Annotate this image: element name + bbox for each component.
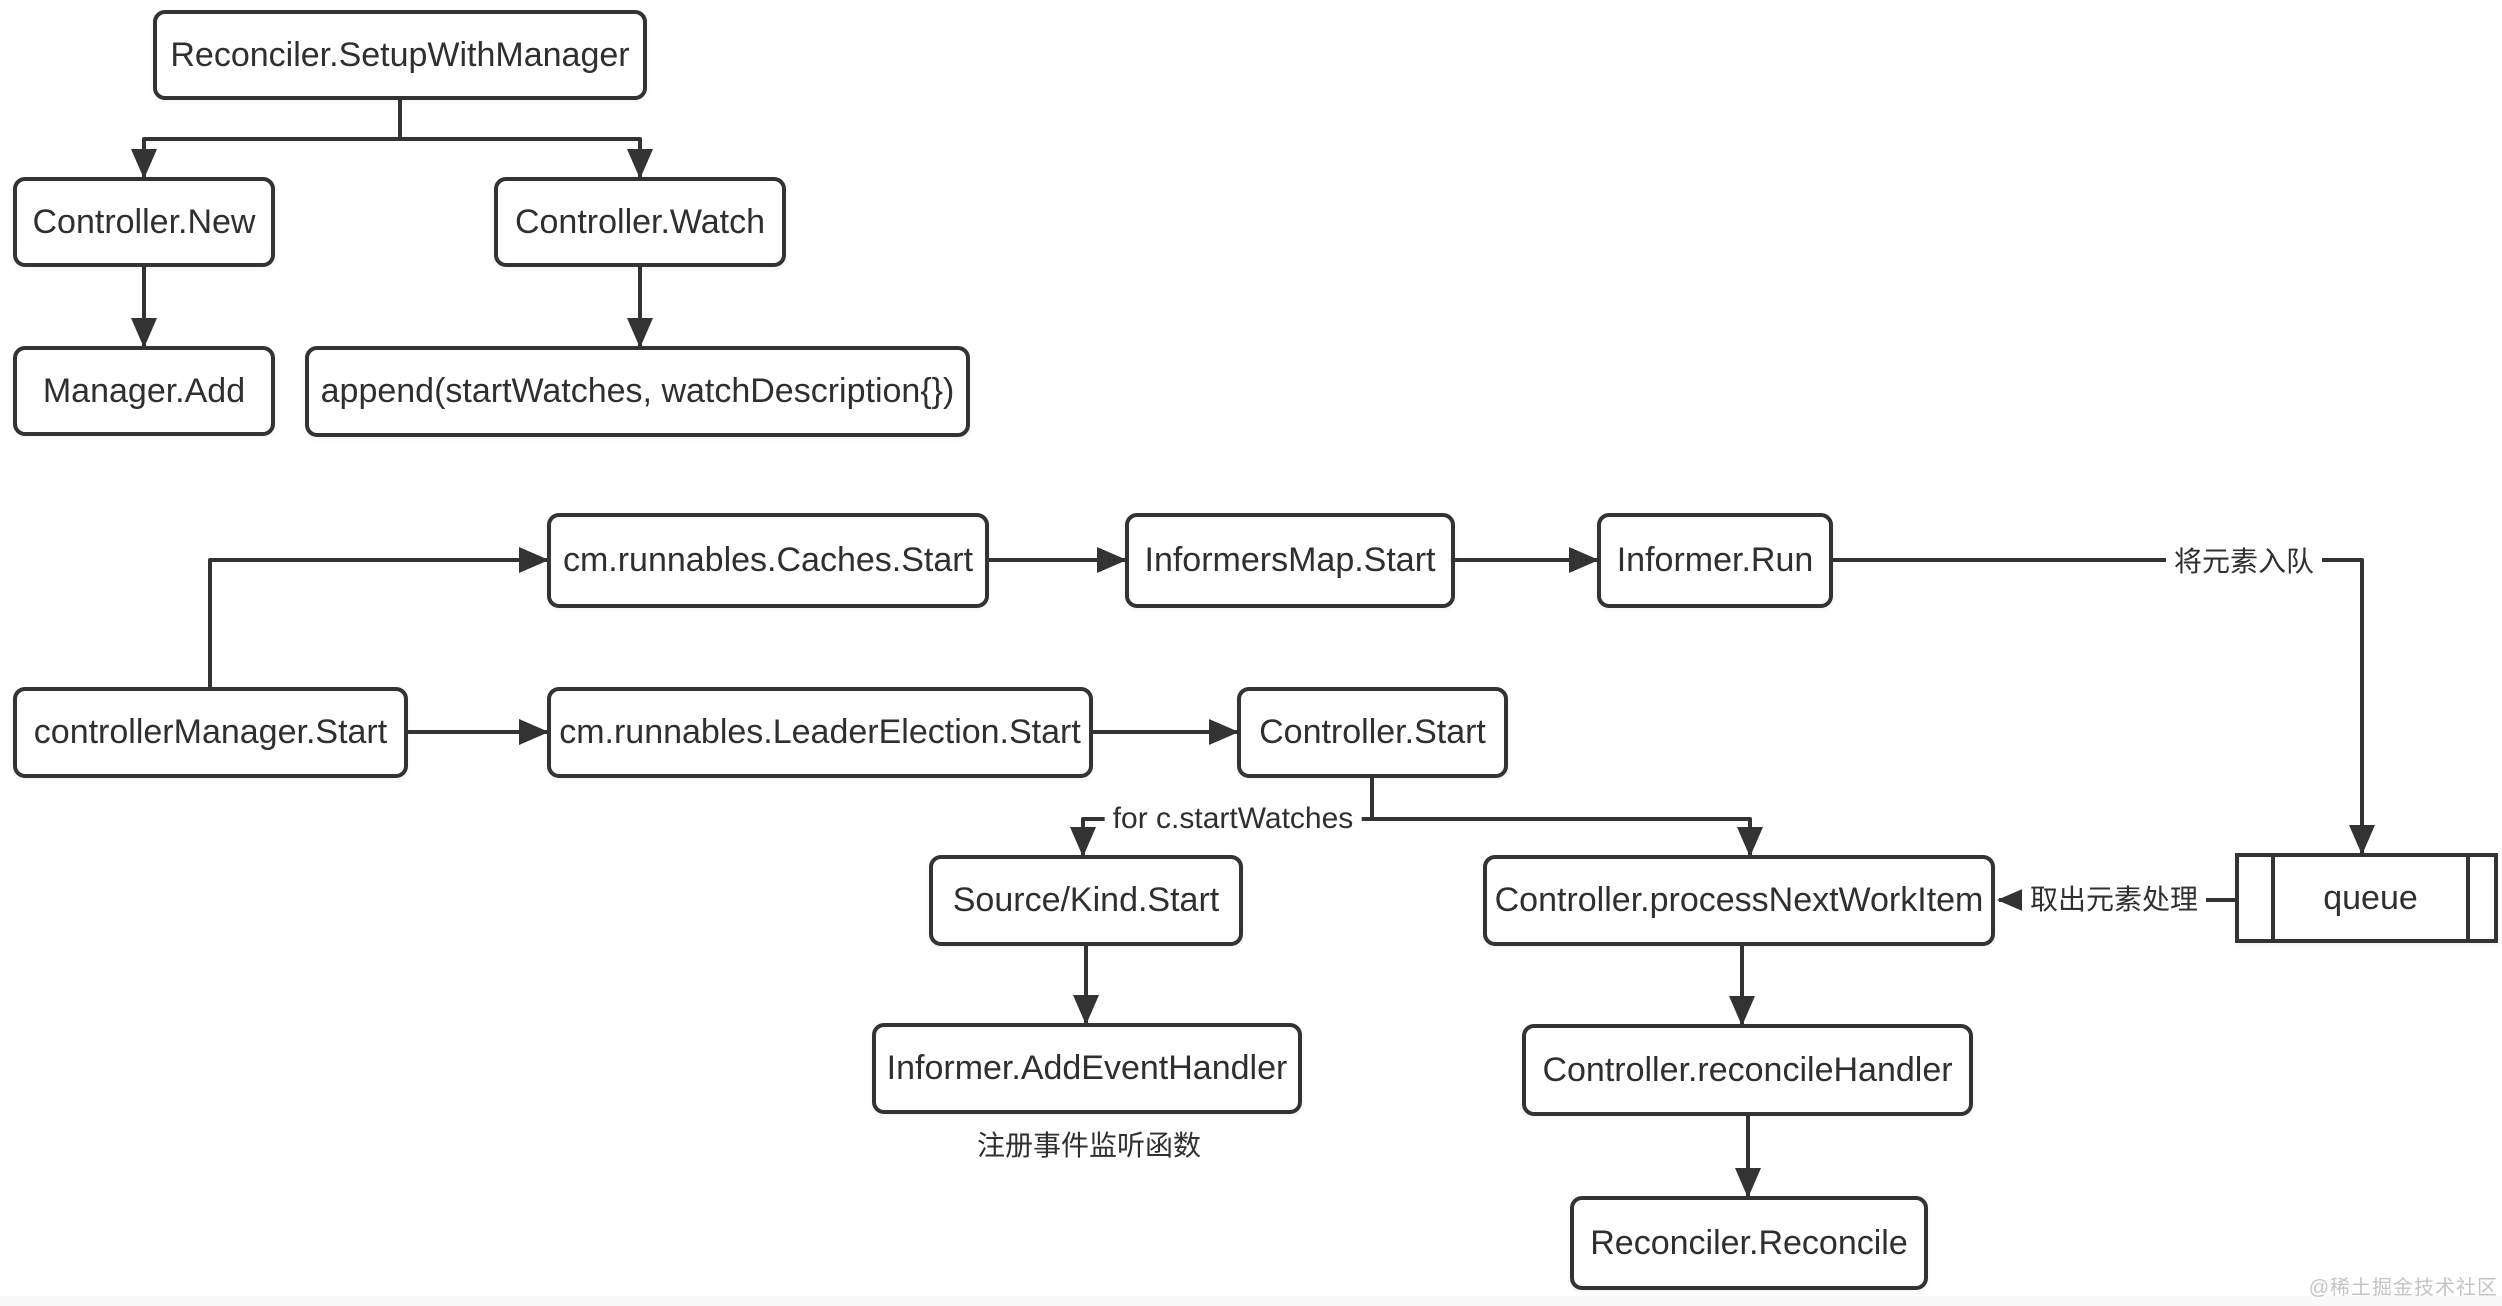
queue-body-cell: queue <box>2275 857 2466 939</box>
bottom-edge-strip <box>0 1296 2502 1306</box>
node-controller-new: Controller.New <box>13 177 275 267</box>
node-label: append(startWatches, watchDescription{}) <box>320 372 955 410</box>
edge-controller-start-to-process-next <box>1372 817 1763 857</box>
label-dequeue-label: 取出元素处理 <box>2021 881 2207 919</box>
label-register-handler-note: 注册事件监听函数 <box>976 1129 1202 1161</box>
node-queue: queue <box>2235 853 2498 943</box>
node-label: cm.runnables.Caches.Start <box>562 541 974 579</box>
edge-setup-branch-to-controller-watch <box>400 137 653 179</box>
node-label: Controller.reconcileHandler <box>1542 1050 1953 1089</box>
node-label: Controller.Start <box>1259 713 1486 751</box>
node-controller-manager-start: controllerManager.Start <box>13 687 408 778</box>
label-enqueue-label: 将元素入队 <box>2165 543 2323 581</box>
node-reconciler-reconcile: Reconciler.Reconcile <box>1570 1196 1928 1290</box>
node-controller-process-next-work-item: Controller.processNextWorkItem <box>1483 855 1995 946</box>
label-for-start-watches-label: for c.startWatches <box>1104 799 1362 839</box>
node-label: Reconciler.Reconcile <box>1590 1223 1908 1262</box>
node-label: cm.runnables.LeaderElection.Start <box>559 713 1081 751</box>
edge-informer-run-to-queue <box>1833 558 2375 855</box>
node-label: Informer.Run <box>1616 541 1814 579</box>
node-label: controllerManager.Start <box>33 713 388 751</box>
node-informer-add-event-handler: Informer.AddEventHandler <box>872 1023 1302 1114</box>
node-controller-watch: Controller.Watch <box>494 177 786 267</box>
edge-cm-start-to-caches-start <box>208 547 549 687</box>
node-label: Source/Kind.Start <box>952 881 1220 919</box>
node-cm-runnables-caches-start: cm.runnables.Caches.Start <box>547 513 989 608</box>
node-append-start-watches: append(startWatches, watchDescription{}) <box>305 346 970 437</box>
node-label: Controller.Watch <box>514 202 766 241</box>
node-label: queue <box>2323 878 2418 917</box>
node-cm-runnables-leader-election-start: cm.runnables.LeaderElection.Start <box>547 687 1093 778</box>
queue-head-cell <box>2239 857 2275 939</box>
watermark: @稀土掘金技术社区 <box>2308 1277 2498 1299</box>
node-informers-map-start: InformersMap.Start <box>1125 513 1455 608</box>
queue-tail-cell <box>2466 857 2494 939</box>
node-controller-start: Controller.Start <box>1237 687 1508 778</box>
node-informer-run: Informer.Run <box>1597 513 1833 608</box>
node-label: Informer.AddEventHandler <box>886 1049 1288 1087</box>
node-label: InformersMap.Start <box>1144 541 1436 579</box>
node-label: Controller.New <box>32 202 256 241</box>
node-label: Controller.processNextWorkItem <box>1494 881 1984 919</box>
node-label: Reconciler.SetupWithManager <box>170 35 630 74</box>
node-manager-add: Manager.Add <box>13 346 275 436</box>
node-source-kind-start: Source/Kind.Start <box>929 855 1243 946</box>
node-controller-reconcile-handler: Controller.reconcileHandler <box>1522 1024 1973 1116</box>
node-reconciler-setup-with-manager: Reconciler.SetupWithManager <box>153 10 647 100</box>
edge-setup-branch-to-controller-new <box>131 137 400 179</box>
node-label: Manager.Add <box>42 371 246 410</box>
